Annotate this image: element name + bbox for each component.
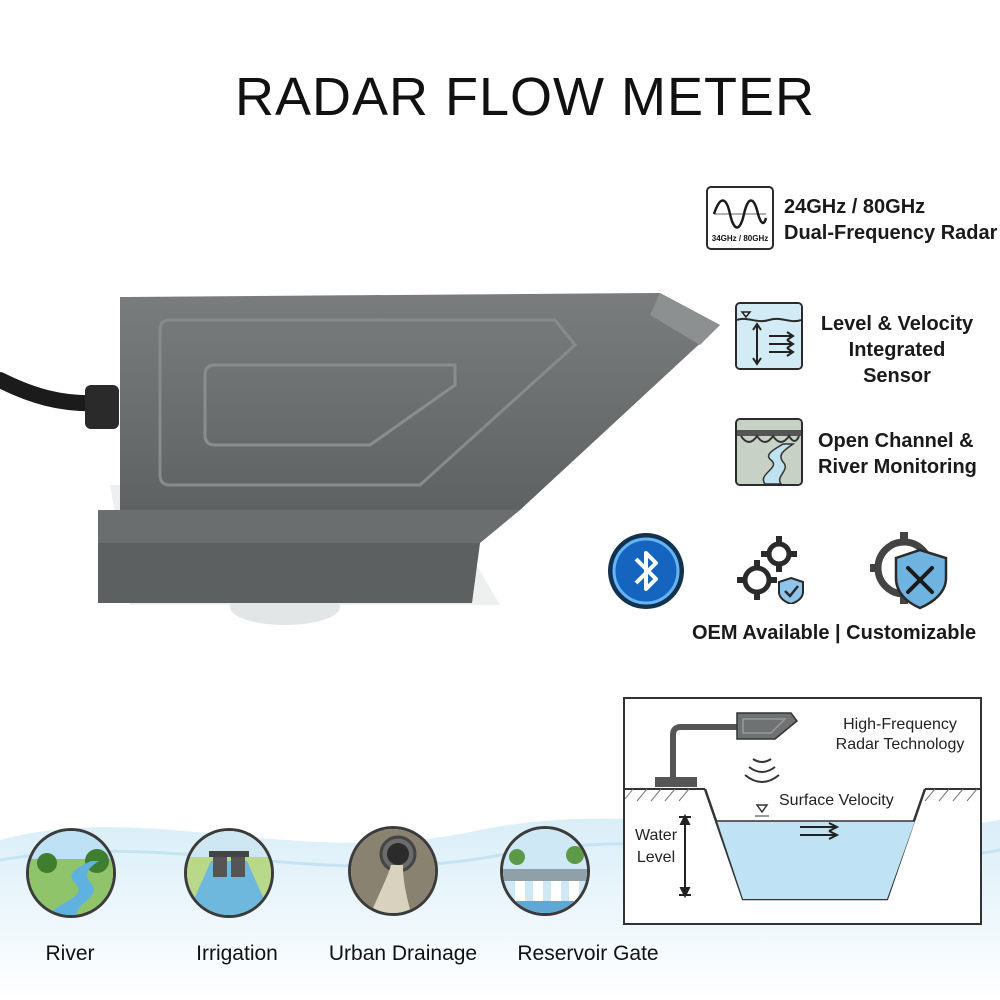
water-level-label: Water Level (634, 827, 678, 866)
flow-measurement-diagram: High-Frequency Radar Technology Surface … (623, 697, 982, 925)
oem-customizable-text: OEM Available | Customizable (692, 622, 977, 644)
level-velocity-feature-text: Level & Velocity Integrated Sensor (820, 313, 974, 387)
river-monitoring-feature-text: Open Channel & River Monitoring (818, 430, 977, 478)
radar-technology-label: High-Frequency Radar Technology (835, 716, 965, 753)
irrigation-gate-icon (187, 831, 271, 915)
application-label-urban-drainage: Urban Drainage (328, 942, 478, 965)
frequency-feature-text: 24GHz / 80GHz Dual-Frequency Radar (784, 196, 998, 244)
river-scene-icon (29, 831, 113, 915)
page-title: RADAR FLOW METER (234, 67, 816, 127)
gears-shield-icon (737, 536, 804, 604)
application-label-reservoir-gate: Reservoir Gate (517, 942, 659, 965)
radar-device-image (0, 293, 720, 625)
urban-drainage-application-image (348, 826, 438, 916)
river-application-image (26, 828, 116, 918)
drainage-pipe-icon (351, 829, 435, 913)
level-velocity-feature-icon (735, 302, 803, 370)
frequency-badge: 34GHz / 80GHz (711, 234, 769, 243)
river-channel-icon (737, 420, 801, 484)
reservoir-gate-application-image (500, 826, 590, 916)
application-label-irrigation: Irrigation (196, 942, 278, 965)
gear-wrench-shield-icon (870, 532, 948, 610)
channel-cross-section (625, 712, 980, 901)
frequency-feature-icon: 34GHz / 80GHz (706, 186, 774, 250)
irrigation-application-image (184, 828, 274, 918)
river-monitoring-feature-icon (735, 418, 803, 486)
surface-velocity-label: Surface Velocity (779, 792, 894, 809)
application-label-river: River (45, 942, 95, 965)
sine-wave-icon (712, 199, 768, 229)
bluetooth-icon (608, 533, 684, 609)
level-velocity-icon (737, 304, 801, 368)
dam-gate-icon (503, 829, 587, 913)
